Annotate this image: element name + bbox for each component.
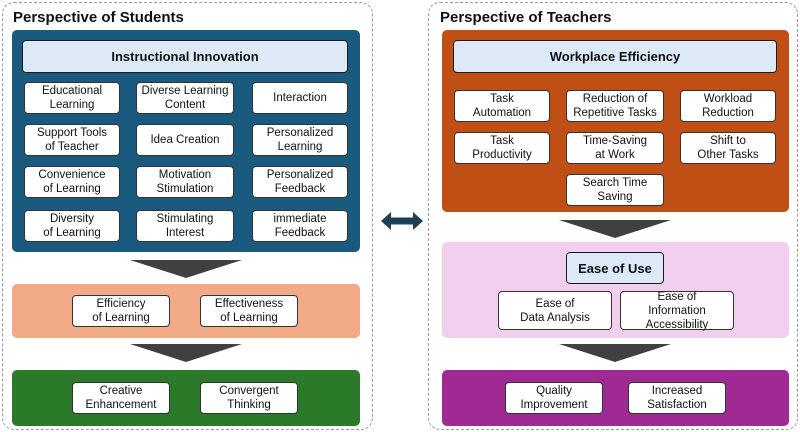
student-card-interaction: Interaction: [252, 82, 348, 114]
student-card-educational-learning: Educational Learning: [24, 82, 120, 114]
teacher-card-workload-reduction: Workload Reduction: [680, 90, 776, 122]
student-card-immediate-feedback: immediate Feedback: [252, 210, 348, 242]
teachers-panel: [428, 2, 798, 430]
down-arrow-icon: [559, 220, 671, 238]
instructional-innovation-header: Instructional Innovation: [22, 40, 348, 73]
satisfaction-outcomes-block: [442, 370, 789, 426]
teacher-card-increased-satisfaction: Increased Satisfaction: [628, 382, 726, 414]
student-card-convergent-thinking: Convergent Thinking: [200, 382, 298, 414]
double-arrow-icon: [381, 212, 423, 230]
student-card-support-tools: Support Tools of Teacher: [24, 124, 120, 156]
student-card-convenience-of-learning: Convenience of Learning: [24, 166, 120, 198]
student-card-motivation-stimulation: Motivation Stimulation: [136, 166, 234, 198]
teacher-card-ease-of-information-accessibility: Ease of Information Accessibility: [620, 291, 734, 331]
teachers-panel-title: Perspective of Teachers: [440, 9, 612, 26]
students-panel-title: Perspective of Students: [13, 9, 184, 26]
student-card-creative-enhancement: Creative Enhancement: [72, 382, 170, 414]
student-card-idea-creation: Idea Creation: [136, 124, 234, 156]
teacher-card-quality-improvement: Quality Improvement: [505, 382, 603, 414]
teacher-card-search-time-saving: Search Time Saving: [566, 174, 664, 206]
down-arrow-icon: [130, 260, 242, 278]
teacher-card-reduction-of-repetitive-tasks: Reduction of Repetitive Tasks: [566, 90, 664, 122]
student-card-personalized-learning: Personalized Learning: [252, 124, 348, 156]
student-card-efficiency-of-learning: Efficiency of Learning: [72, 295, 170, 327]
creative-outcomes-block: [12, 370, 360, 426]
teacher-card-ease-of-data-analysis: Ease of Data Analysis: [498, 291, 612, 330]
teacher-card-shift-to-other-tasks: Shift to Other Tasks: [680, 132, 776, 164]
student-card-effectiveness-of-learning: Effectiveness of Learning: [200, 295, 298, 327]
down-arrow-icon: [130, 344, 242, 362]
workplace-efficiency-header: Workplace Efficiency: [453, 40, 777, 73]
student-card-stimulating-interest: Stimulating Interest: [136, 210, 234, 242]
students-panel: [2, 2, 373, 430]
teacher-card-task-automation: Task Automation: [454, 90, 550, 122]
student-card-personalized-feedback: Personalized Feedback: [252, 166, 348, 198]
learning-outcomes-block: [12, 284, 360, 338]
ease-of-use-header: Ease of Use: [566, 252, 664, 284]
down-arrow-icon: [559, 344, 671, 362]
student-card-diversity-of-learning: Diversity of Learning: [24, 210, 120, 242]
teacher-card-task-productivity: Task Productivity: [454, 132, 550, 164]
teacher-card-time-saving-at-work: Time-Saving at Work: [566, 132, 664, 164]
student-card-diverse-learning-content: Diverse Learning Content: [136, 82, 234, 114]
